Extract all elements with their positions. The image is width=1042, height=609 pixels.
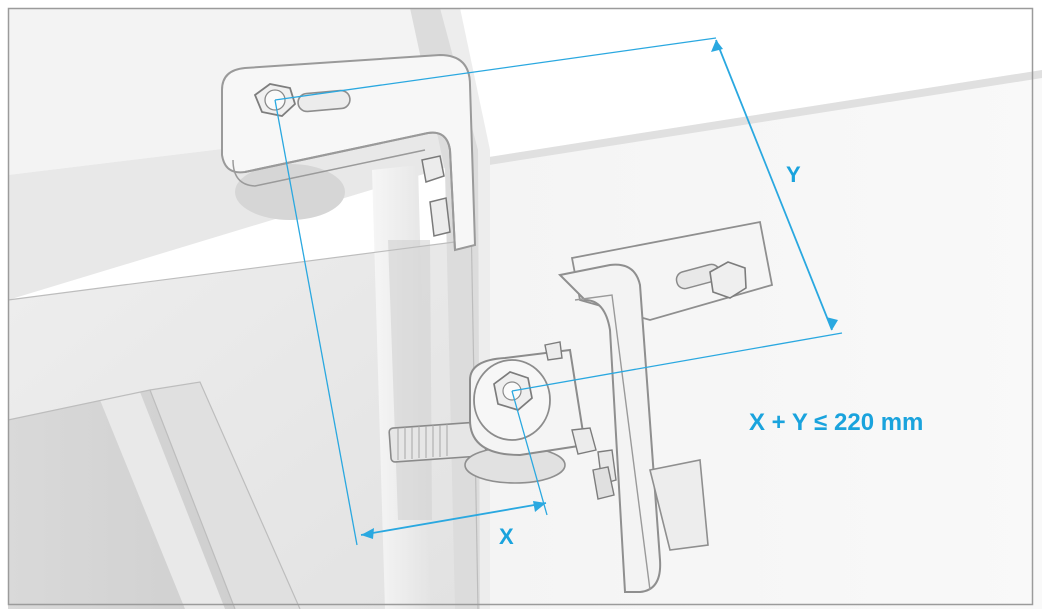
- label-x: X: [499, 524, 514, 549]
- dimension-x: [274, 99, 548, 546]
- image-frame: [7, 7, 1034, 606]
- dimension-y: [274, 37, 843, 392]
- upper-hinge-bracket: [221, 53, 477, 252]
- label-y: Y: [786, 162, 801, 187]
- door-panel: [7, 8, 490, 609]
- lower-hinge-mechanism: [388, 220, 774, 593]
- formula-label: X + Y ≤ 220 mm: [749, 409, 923, 436]
